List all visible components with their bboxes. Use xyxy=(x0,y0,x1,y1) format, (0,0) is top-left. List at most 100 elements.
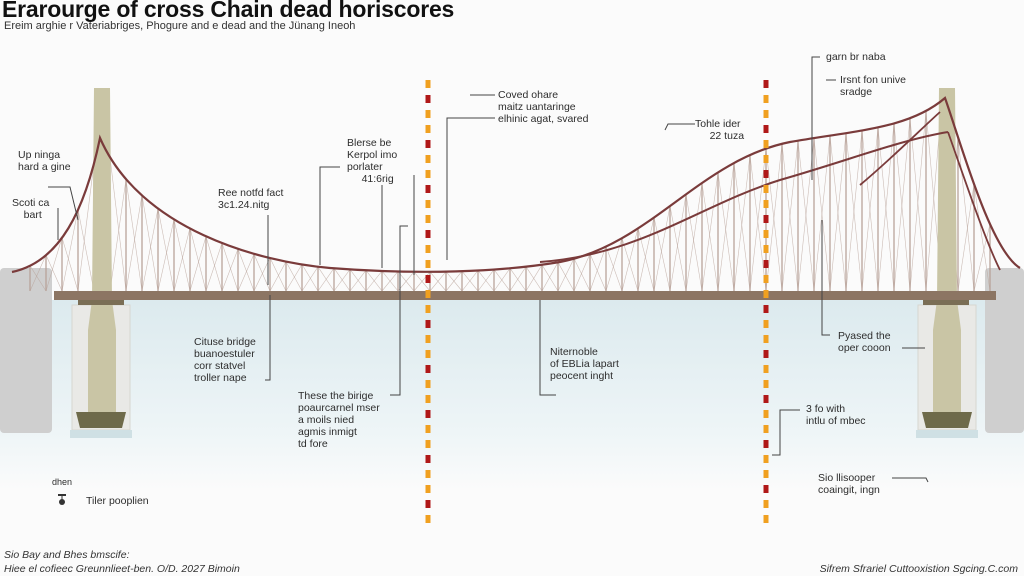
cross-brace xyxy=(557,258,575,292)
marker-dash xyxy=(425,440,431,448)
cross-brace xyxy=(845,130,863,292)
cross-brace xyxy=(61,237,79,292)
marker-dash xyxy=(763,110,769,118)
cross-brace xyxy=(893,117,911,292)
left-shore xyxy=(0,268,52,433)
cross-brace xyxy=(525,266,543,292)
cross-brace xyxy=(765,143,783,292)
marker-dash xyxy=(763,470,769,478)
cross-brace xyxy=(381,271,399,292)
cross-brace xyxy=(189,227,207,292)
water xyxy=(0,300,1024,490)
cross-brace xyxy=(333,268,351,292)
cross-brace xyxy=(237,253,255,292)
leader-line xyxy=(892,477,929,483)
secondary-cable xyxy=(539,131,949,263)
cross-brace xyxy=(77,209,95,292)
marker-dash xyxy=(763,425,769,433)
marker-dash xyxy=(425,320,431,328)
cross-brace xyxy=(221,243,239,292)
marker-dash xyxy=(425,260,431,268)
cross-brace xyxy=(269,261,287,292)
marker-dash xyxy=(763,305,769,313)
cross-brace xyxy=(749,148,767,292)
cross-brace xyxy=(493,269,511,292)
cross-brace xyxy=(45,254,63,292)
cross-brace xyxy=(61,209,79,292)
cross-brace xyxy=(669,194,687,292)
annotation-scoti: Scoti ca bart xyxy=(12,197,50,221)
marker-dash xyxy=(763,125,769,133)
cross-brace xyxy=(509,268,527,292)
marker-dash xyxy=(425,425,431,433)
cross-brace xyxy=(125,194,143,292)
cross-brace xyxy=(477,269,495,292)
cross-brace xyxy=(205,236,223,292)
cross-brace xyxy=(861,127,879,292)
left-tower xyxy=(88,88,116,412)
marker-dash xyxy=(763,485,769,493)
marker-dash xyxy=(425,200,431,208)
marker-dash xyxy=(425,170,431,178)
cross-brace xyxy=(653,217,671,292)
cross-brace xyxy=(733,162,751,292)
cross-brace xyxy=(445,271,463,292)
cross-brace xyxy=(909,117,927,292)
leader-line xyxy=(821,220,830,336)
footer-note-line2: Hiee el cofieec Greunnlieet-ben. O/D. 20… xyxy=(4,563,240,575)
marker-dash xyxy=(763,380,769,388)
cross-brace xyxy=(221,248,239,292)
cross-brace xyxy=(109,157,127,292)
left-bearing xyxy=(78,300,124,305)
cross-brace xyxy=(173,227,191,292)
leader-line xyxy=(446,117,495,260)
cross-brace xyxy=(45,237,63,292)
marker-dash xyxy=(763,170,769,178)
footer-credit: Sifrem Sfrariel Cuttooxistion Sgcing.C.c… xyxy=(819,563,1018,575)
marker-dash xyxy=(425,245,431,253)
marker-dash xyxy=(425,305,431,313)
marker-dash xyxy=(763,275,769,283)
cross-brace xyxy=(701,183,719,292)
page-subtitle: Ereim arghie r Vateriabriges, Phogure an… xyxy=(4,20,356,32)
cross-brace xyxy=(173,219,191,292)
marker-dash xyxy=(763,335,769,343)
cross-brace xyxy=(685,183,703,292)
cross-brace xyxy=(957,137,975,292)
cross-brace xyxy=(973,184,991,292)
cross-brace xyxy=(109,179,127,292)
marker-dash xyxy=(763,215,769,223)
annotation-these: These the birige poaurcarnel mser a moil… xyxy=(298,390,380,450)
marker-dash xyxy=(425,140,431,148)
cross-brace xyxy=(669,205,687,292)
marker-dash xyxy=(425,395,431,403)
annotation-sio-lisooper: Sio llisooper coaingit, ingn xyxy=(818,472,880,496)
cross-brace xyxy=(429,271,447,292)
marker-dash xyxy=(763,185,769,193)
marker-dash xyxy=(425,95,431,103)
cross-brace xyxy=(717,172,735,292)
marker-dash xyxy=(425,410,431,418)
cross-brace xyxy=(749,155,767,292)
marker-dash xyxy=(763,500,769,508)
annotation-cituse: Cituse bridge buanoestuler corr statvel … xyxy=(194,336,256,384)
page-title: Erarourge of cross Chain dead horiscores xyxy=(2,0,455,22)
cross-brace xyxy=(733,155,751,292)
cross-brace xyxy=(957,184,975,292)
left-pier-footing xyxy=(76,412,126,428)
marker-dash xyxy=(763,290,769,298)
cross-brace xyxy=(461,270,479,292)
marker-dash xyxy=(425,515,431,523)
marker-dash xyxy=(425,335,431,343)
annotation-three-fo: 3 fo with intlu of mbec xyxy=(806,403,866,427)
legend-item: Tiler pooplien xyxy=(86,495,149,507)
leader-lines xyxy=(48,56,929,483)
cross-brace xyxy=(253,253,271,292)
cross-brace xyxy=(573,253,591,292)
cross-brace xyxy=(493,268,511,292)
marker-dash xyxy=(763,260,769,268)
cross-brace xyxy=(797,138,815,292)
leader-line xyxy=(265,295,271,381)
marker-dash xyxy=(763,515,769,523)
